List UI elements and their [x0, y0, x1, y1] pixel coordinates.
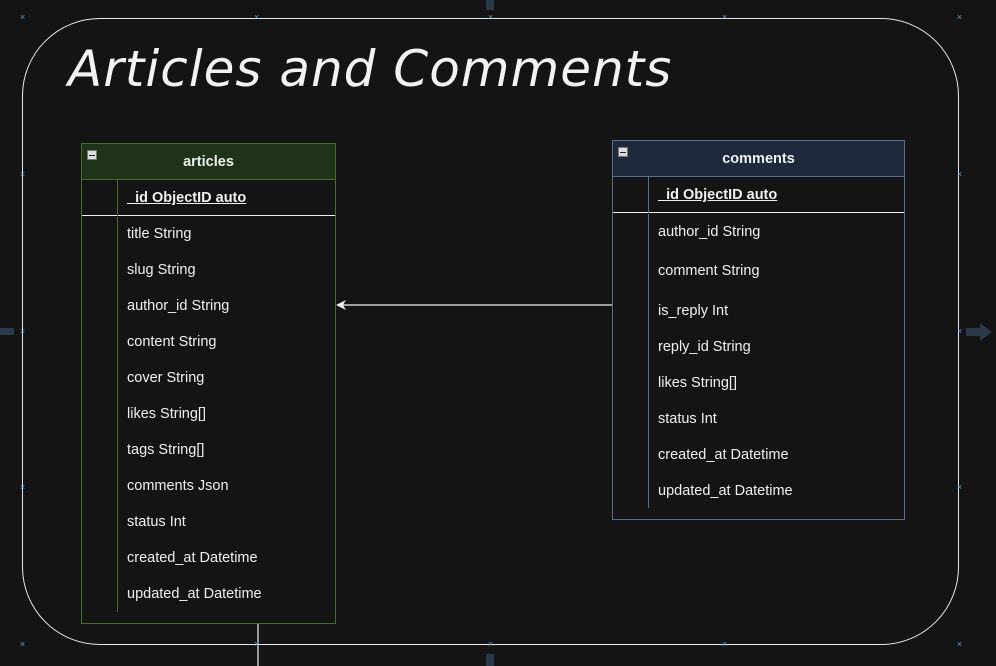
- comments-table-header[interactable]: comments: [613, 141, 904, 177]
- resize-handle-icon[interactable]: ×: [721, 639, 728, 649]
- comments-field[interactable]: likes String[]: [658, 375, 737, 391]
- comments-primary-key-row[interactable]: _id ObjectID auto: [613, 177, 904, 213]
- resize-handle-icon[interactable]: ×: [956, 639, 963, 649]
- resize-handle-icon[interactable]: ×: [721, 12, 728, 22]
- resize-handle-icon[interactable]: ×: [487, 639, 494, 649]
- resize-handle-icon[interactable]: ×: [956, 12, 963, 22]
- resize-handle-icon[interactable]: ×: [253, 12, 260, 22]
- articles-field[interactable]: author_id String: [127, 298, 230, 314]
- key-column: [82, 217, 118, 612]
- resize-handle-icon[interactable]: ×: [253, 639, 260, 649]
- comments-field[interactable]: created_at Datetime: [658, 447, 789, 463]
- articles-field[interactable]: comments Json: [127, 478, 229, 494]
- resize-handle-icon[interactable]: ×: [19, 169, 26, 179]
- articles-primary-key-row[interactable]: _id ObjectID auto: [82, 180, 335, 216]
- articles-field[interactable]: tags String[]: [127, 442, 205, 458]
- articles-field[interactable]: slug String: [127, 262, 196, 278]
- articles-table-name: articles: [183, 153, 234, 170]
- comments-field[interactable]: status Int: [658, 411, 717, 427]
- articles-field[interactable]: title String: [127, 226, 192, 242]
- collapse-icon[interactable]: [87, 150, 97, 160]
- bottom-connector-handle[interactable]: [486, 654, 494, 666]
- diagram-title: Articles and Comments: [68, 40, 673, 98]
- resize-handle-icon[interactable]: ×: [19, 482, 26, 492]
- resize-handle-icon[interactable]: ×: [956, 326, 963, 336]
- collapse-icon[interactable]: [618, 147, 628, 157]
- articles-table[interactable]: articles _id ObjectID auto title String …: [81, 143, 336, 624]
- comments-field[interactable]: comment String: [658, 263, 760, 279]
- comments-field[interactable]: reply_id String: [658, 339, 751, 355]
- arrowhead-icon: [336, 300, 346, 310]
- resize-handle-icon[interactable]: ×: [487, 12, 494, 22]
- resize-handle-icon[interactable]: ×: [19, 639, 26, 649]
- right-connector-arrow-icon[interactable]: [966, 323, 992, 341]
- resize-handle-icon[interactable]: ×: [19, 12, 26, 22]
- comments-table[interactable]: comments _id ObjectID auto author_id Str…: [612, 140, 905, 520]
- articles-field[interactable]: status Int: [127, 514, 186, 530]
- articles-primary-key: _id ObjectID auto: [127, 190, 247, 206]
- left-connector-handle[interactable]: [0, 328, 14, 335]
- comments-table-name: comments: [722, 150, 795, 167]
- key-column: [613, 214, 649, 508]
- comments-primary-key: _id ObjectID auto: [658, 187, 778, 203]
- comments-field[interactable]: is_reply Int: [658, 303, 729, 319]
- articles-table-header[interactable]: articles: [82, 144, 335, 180]
- key-column: [613, 177, 649, 213]
- articles-field[interactable]: created_at Datetime: [127, 550, 258, 566]
- comments-field[interactable]: updated_at Datetime: [658, 483, 793, 499]
- resize-handle-icon[interactable]: ×: [19, 326, 26, 336]
- articles-field[interactable]: content String: [127, 334, 217, 350]
- articles-field[interactable]: likes String[]: [127, 406, 206, 422]
- key-column: [82, 180, 118, 216]
- top-connector-handle[interactable]: [486, 0, 494, 10]
- articles-field[interactable]: cover String: [127, 370, 205, 386]
- articles-field[interactable]: updated_at Datetime: [127, 586, 262, 602]
- comments-field[interactable]: author_id String: [658, 224, 761, 240]
- diagram-frame[interactable]: [22, 18, 959, 645]
- resize-handle-icon[interactable]: ×: [956, 482, 963, 492]
- resize-handle-icon[interactable]: ×: [956, 169, 963, 179]
